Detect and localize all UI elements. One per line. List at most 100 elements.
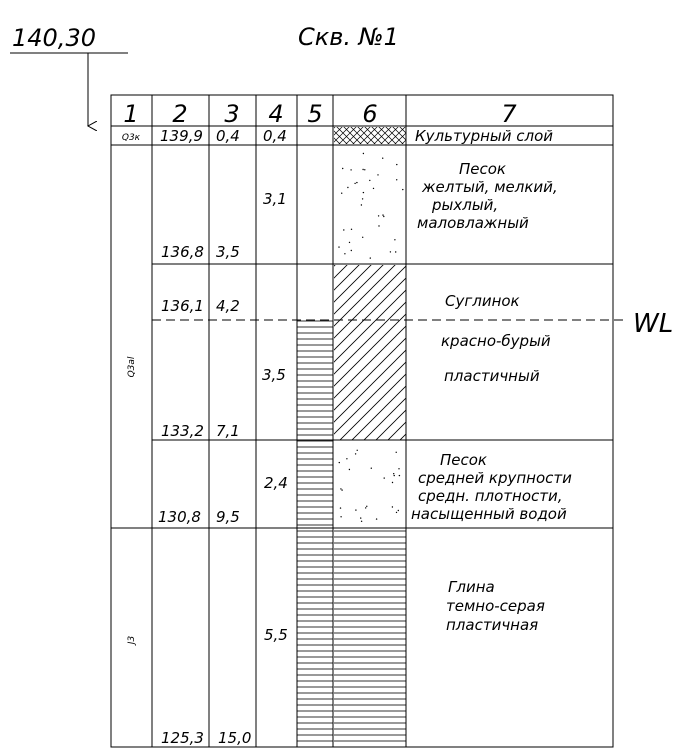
- sand-dot: [361, 198, 364, 200]
- well-title: Скв. №1: [298, 23, 399, 51]
- layer-4-depth: 9,5: [216, 508, 240, 526]
- sand-dot: [378, 225, 380, 227]
- layer-4-desc-3: средн. плотности,: [418, 487, 563, 505]
- water-abs-mark: 136,1: [161, 297, 204, 315]
- sand-dot: [394, 239, 396, 241]
- sand-dot: [395, 511, 398, 514]
- age-q3k: Q3к: [122, 133, 141, 143]
- layer-3-abs-mark: 133,2: [161, 422, 204, 440]
- sand-dot: [360, 520, 363, 522]
- sand-dot: [348, 468, 351, 471]
- layer-2-depth: 3,5: [216, 243, 240, 261]
- header-col-7: 7: [501, 100, 517, 128]
- fill-water-column: [297, 320, 333, 747]
- sand-dot: [346, 458, 348, 460]
- layer-3-desc-1: Суглинок: [445, 292, 520, 310]
- layer-2-abs-mark: 136,8: [161, 243, 204, 261]
- fill-horizontal-clay: [334, 528, 406, 747]
- sand-dot: [383, 477, 385, 479]
- sand-dot: [356, 449, 358, 451]
- sand-dot: [341, 192, 343, 194]
- sand-dot: [396, 163, 398, 166]
- sand-dot: [339, 507, 342, 509]
- sand-dot: [343, 229, 345, 231]
- sand-dot: [393, 474, 395, 477]
- layer-1-desc: Культурный слой: [415, 127, 553, 145]
- layer-2-desc-3: рыхлый,: [431, 196, 498, 214]
- sand-dot: [364, 169, 366, 171]
- sand-dot: [397, 509, 399, 512]
- layer-4-desc-2: средней крупности: [418, 469, 572, 487]
- sand-dot: [341, 489, 343, 491]
- sand-dot: [362, 236, 364, 238]
- layer-5-desc-1: Глина: [448, 578, 495, 596]
- layer-3-thickness: 3,5: [262, 366, 286, 384]
- sand-dot: [366, 505, 368, 507]
- sand-dot: [350, 228, 353, 230]
- sand-dot: [350, 249, 352, 252]
- sand-dot: [395, 451, 397, 453]
- layer-3-desc-3: пластичный: [444, 367, 540, 385]
- sand-dot: [350, 169, 352, 171]
- sand-dot: [340, 516, 342, 518]
- water-depth: 4,2: [216, 297, 240, 315]
- layer-2-thickness: 3,1: [263, 190, 287, 208]
- sand-dot: [382, 214, 384, 216]
- header-col-2: 2: [172, 100, 187, 128]
- layer-4-thickness: 2,4: [264, 474, 288, 492]
- layer-2-desc-4: маловлажный: [417, 214, 529, 232]
- sand-dot: [372, 187, 375, 190]
- sand-dot: [348, 241, 351, 244]
- sand-dot: [398, 468, 400, 470]
- sand-dot: [391, 506, 394, 508]
- sand-dot: [396, 179, 398, 181]
- age-j3: J3: [127, 636, 137, 647]
- fill-dots-sand-medium: [338, 449, 401, 522]
- sand-dot: [382, 157, 384, 159]
- header-col-3: 3: [224, 100, 239, 128]
- fill-dots-sand-fine: [338, 152, 404, 259]
- sand-dot: [338, 461, 340, 464]
- sand-dot: [344, 253, 346, 255]
- sand-dot: [355, 509, 357, 511]
- water-level-label: WL: [633, 309, 673, 339]
- sand-dot: [354, 182, 356, 185]
- sand-dot: [338, 246, 340, 248]
- layer-1-depth: 0,4: [216, 127, 240, 145]
- sand-dot: [369, 257, 371, 259]
- sand-dot: [362, 168, 364, 171]
- fill-diagonal-loam: [334, 265, 406, 440]
- fill-crosshatch: [334, 127, 406, 144]
- layer-2-desc-2: желтый, мелкий,: [421, 178, 558, 196]
- header-col-5: 5: [307, 100, 322, 128]
- sand-dot: [377, 215, 380, 217]
- sand-dot: [356, 181, 358, 184]
- header-col-6: 6: [362, 100, 377, 128]
- wellhead-elevation: 140,30: [12, 24, 96, 52]
- layer-2-desc-1: Песок: [459, 160, 506, 178]
- sand-dot: [393, 473, 395, 475]
- layer-1-abs-mark: 139,9: [160, 127, 203, 145]
- sand-dot: [365, 507, 367, 509]
- age-q3al: Q3al: [127, 356, 137, 377]
- sand-dot: [391, 481, 394, 484]
- sand-dot: [354, 453, 357, 455]
- layer-1-thickness: 0,4: [263, 127, 287, 145]
- sand-dot: [342, 167, 344, 170]
- sand-dot: [402, 188, 404, 191]
- sand-dot: [362, 191, 365, 194]
- layer-4-desc-4: насыщенный водой: [411, 505, 567, 523]
- log-grid: [110, 94, 614, 748]
- layer-4-abs-mark: 130,8: [158, 508, 201, 526]
- sand-dot: [362, 152, 365, 155]
- sand-dot: [383, 215, 385, 218]
- layer-5-abs-mark: 125,3: [161, 729, 204, 747]
- sand-dot: [360, 204, 363, 206]
- layer-5-depth: 15,0: [218, 729, 251, 747]
- sand-dot: [340, 488, 342, 490]
- header-col-4: 4: [268, 100, 283, 128]
- sand-dot: [398, 474, 401, 477]
- sand-dot: [395, 251, 397, 253]
- layer-5-desc-2: темно-серая: [446, 597, 545, 615]
